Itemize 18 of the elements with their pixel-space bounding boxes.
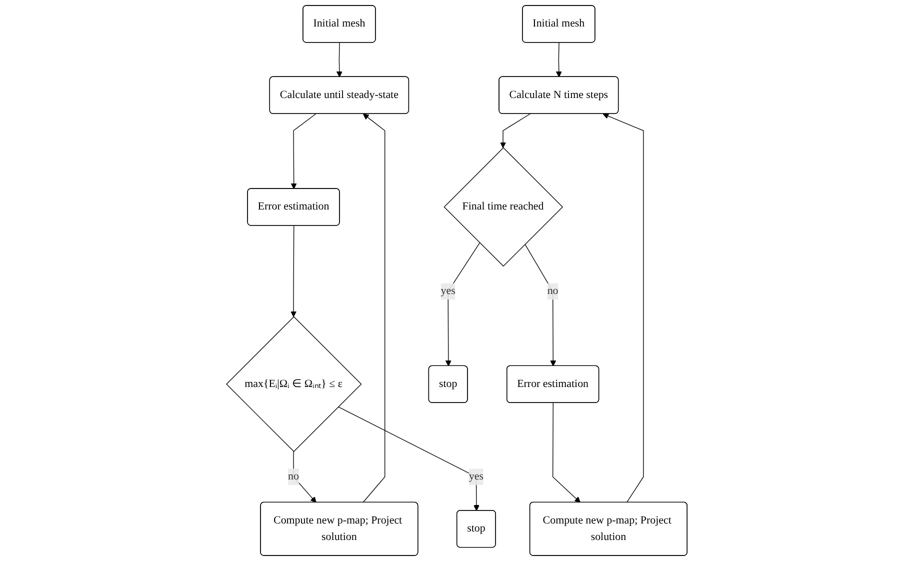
arrow — [291, 114, 316, 190]
arrow — [290, 225, 297, 318]
edge-label: yes — [440, 285, 456, 297]
edge-label: no — [288, 470, 300, 482]
arrow — [446, 242, 480, 366]
arrow — [552, 402, 581, 503]
node-diamond: Final time reached — [444, 147, 564, 267]
arrow — [362, 114, 386, 503]
edge-label: yes — [469, 470, 484, 482]
arrow — [556, 42, 562, 78]
edge-label: no — [548, 285, 558, 297]
arrow — [500, 114, 531, 148]
arrow — [338, 406, 480, 511]
arrow — [524, 244, 556, 366]
arrow — [602, 113, 644, 503]
arrow — [336, 42, 343, 78]
node-diamond: max{Eᵢ|Ωᵢ ∈ Ωᵢₙₜ} ≤ ε — [226, 316, 362, 452]
arrow — [293, 451, 317, 503]
